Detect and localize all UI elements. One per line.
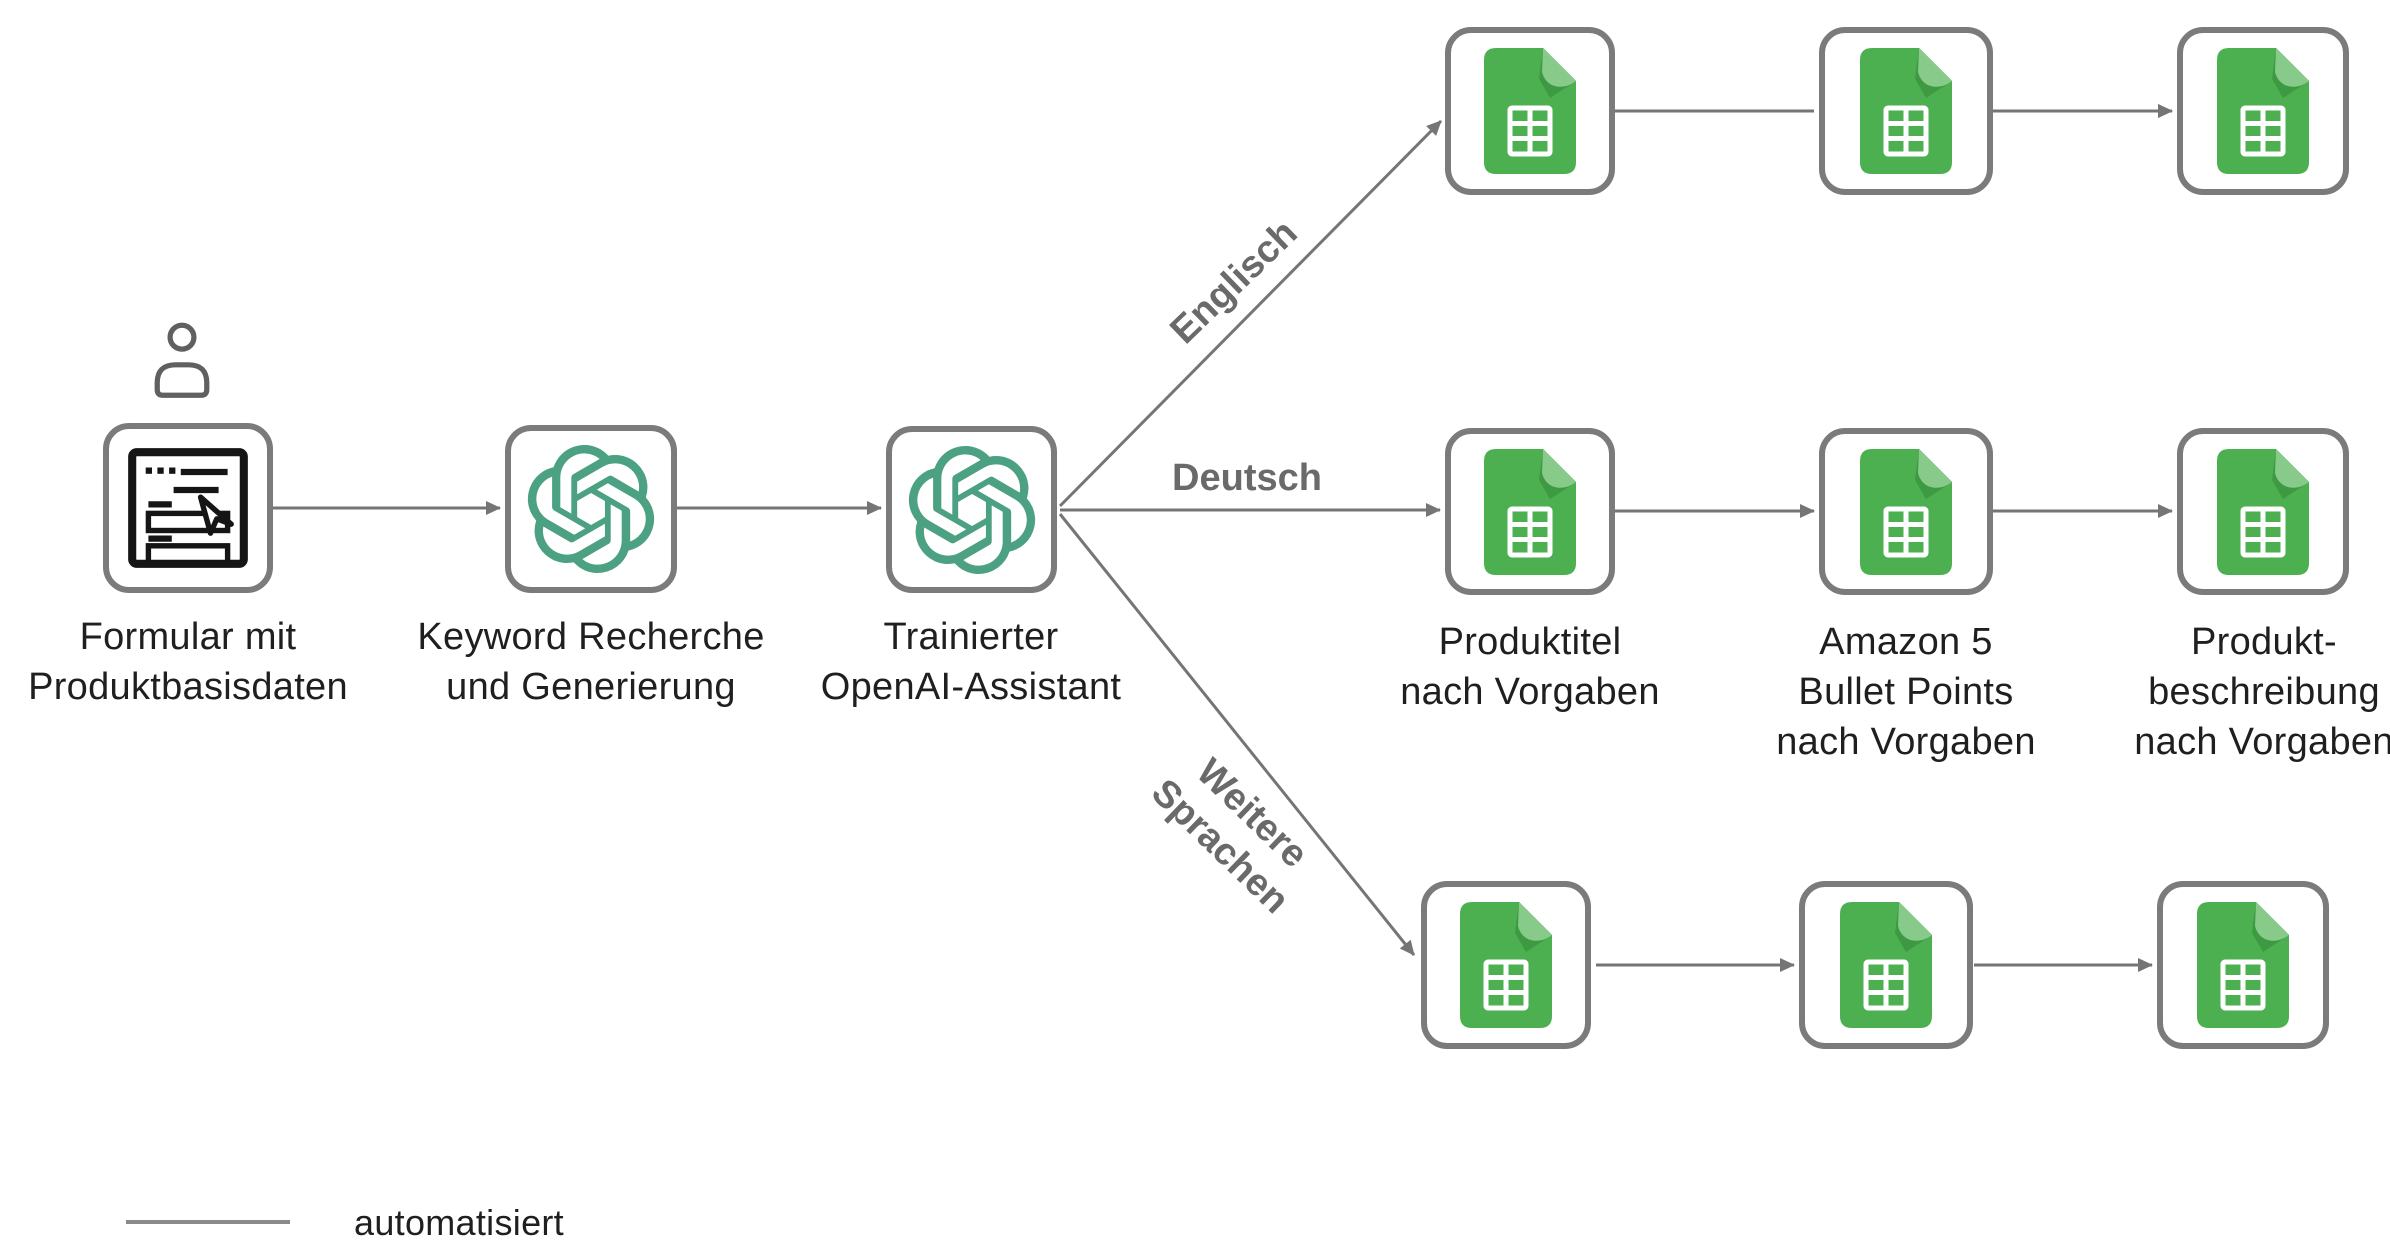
google-sheets-icon [2195, 900, 2291, 1030]
node-sheet-more-2 [1799, 881, 1973, 1049]
node-keyword-research [505, 425, 677, 593]
node-label-produkttitel: Produktitel nach Vorgaben [1400, 621, 1660, 713]
form-with-cursor-icon [125, 445, 251, 571]
openai-logo-icon [527, 445, 655, 573]
branch-label-german: Deutsch [1172, 457, 1322, 499]
node-sheet-more-3 [2157, 881, 2329, 1049]
node-form [103, 423, 273, 593]
google-sheets-icon [1482, 447, 1578, 577]
node-label-keyword-research: Keyword Recherche und Generierung [417, 616, 765, 708]
google-sheets-icon [1858, 447, 1954, 577]
node-label-bullet-points: Amazon 5 Bullet Points nach Vorgaben [1776, 621, 2036, 763]
person-icon [151, 321, 213, 401]
node-sheet-german-3 [2177, 428, 2349, 595]
google-sheets-icon [1858, 46, 1954, 176]
node-sheet-english-1 [1445, 27, 1615, 195]
google-sheets-icon [1482, 46, 1578, 176]
openai-logo-icon [908, 446, 1036, 574]
arrow-assistant-to-english [1058, 119, 1443, 508]
node-sheet-english-3 [2177, 27, 2349, 195]
legend-label-automated: automatisiert [354, 1202, 564, 1243]
google-sheets-icon [1838, 900, 1934, 1030]
node-label-openai-assistant: Trainierter OpenAI-Assistant [820, 616, 1122, 708]
google-sheets-icon [2215, 447, 2311, 577]
node-sheet-german-1 [1445, 428, 1615, 595]
arrow-assistant-to-more-languages [1058, 513, 1416, 956]
node-sheet-more-1 [1421, 881, 1591, 1049]
node-sheet-german-2 [1819, 428, 1993, 595]
google-sheets-icon [2215, 46, 2311, 176]
google-sheets-icon [1458, 900, 1554, 1030]
node-sheet-english-2 [1819, 27, 1993, 195]
node-label-form: Formular mit Produktbasisdaten [28, 616, 348, 708]
node-openai-assistant [886, 426, 1057, 593]
node-label-beschreibung: Produkt- beschreibung nach Vorgaben [2134, 621, 2390, 763]
